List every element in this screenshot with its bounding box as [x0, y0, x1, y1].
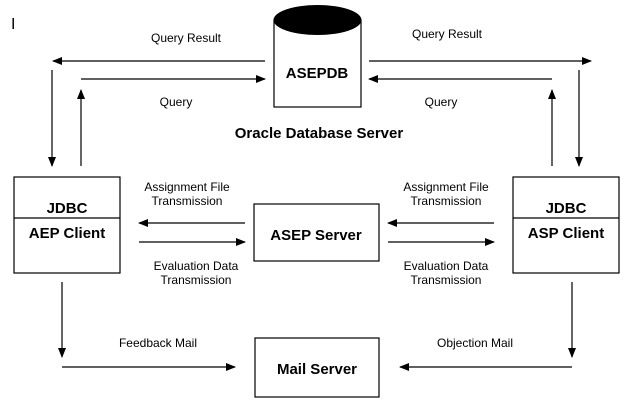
asep-server-box: ASEP Server	[253, 203, 380, 262]
label-right-query-result: Query Result	[412, 27, 483, 41]
asp-jdbc-label: JDBC	[546, 200, 587, 217]
label-right-assignment-1: Assignment File	[403, 180, 489, 194]
label-left-assignment-1: Assignment File	[144, 180, 230, 194]
label-left-query-result: Query Result	[151, 31, 222, 45]
mail-server-label: Mail Server	[277, 361, 357, 378]
database-label: ASEPDB	[286, 65, 349, 82]
aep-client-box: JDBC AEP Client	[13, 176, 121, 274]
label-right-evaluation-1: Evaluation Data	[404, 259, 489, 273]
database-top	[273, 5, 362, 35]
label-left-evaluation-1: Evaluation Data	[154, 259, 239, 273]
asp-client-label: ASP Client	[528, 225, 604, 242]
database-caption: Oracle Database Server	[235, 125, 404, 142]
label-right-evaluation-2: Transmission	[411, 273, 482, 287]
label-right-query: Query	[425, 95, 458, 109]
aep-jdbc-label: JDBC	[47, 200, 88, 217]
label-left-query: Query	[160, 95, 193, 109]
label-right-assignment-2: Transmission	[411, 194, 482, 208]
asep-server-label: ASEP Server	[270, 227, 362, 244]
label-left-assignment-2: Transmission	[152, 194, 223, 208]
asp-client-box: JDBC ASP Client	[512, 176, 620, 274]
label-objection-mail: Objection Mail	[437, 336, 513, 350]
aep-client-label: AEP Client	[29, 225, 105, 242]
text-cursor-icon: I	[11, 16, 15, 33]
label-feedback-mail: Feedback Mail	[119, 336, 197, 350]
label-left-evaluation-2: Transmission	[161, 273, 232, 287]
mail-server-box: Mail Server	[254, 337, 380, 398]
database-cylinder: ASEPDB	[273, 5, 362, 108]
